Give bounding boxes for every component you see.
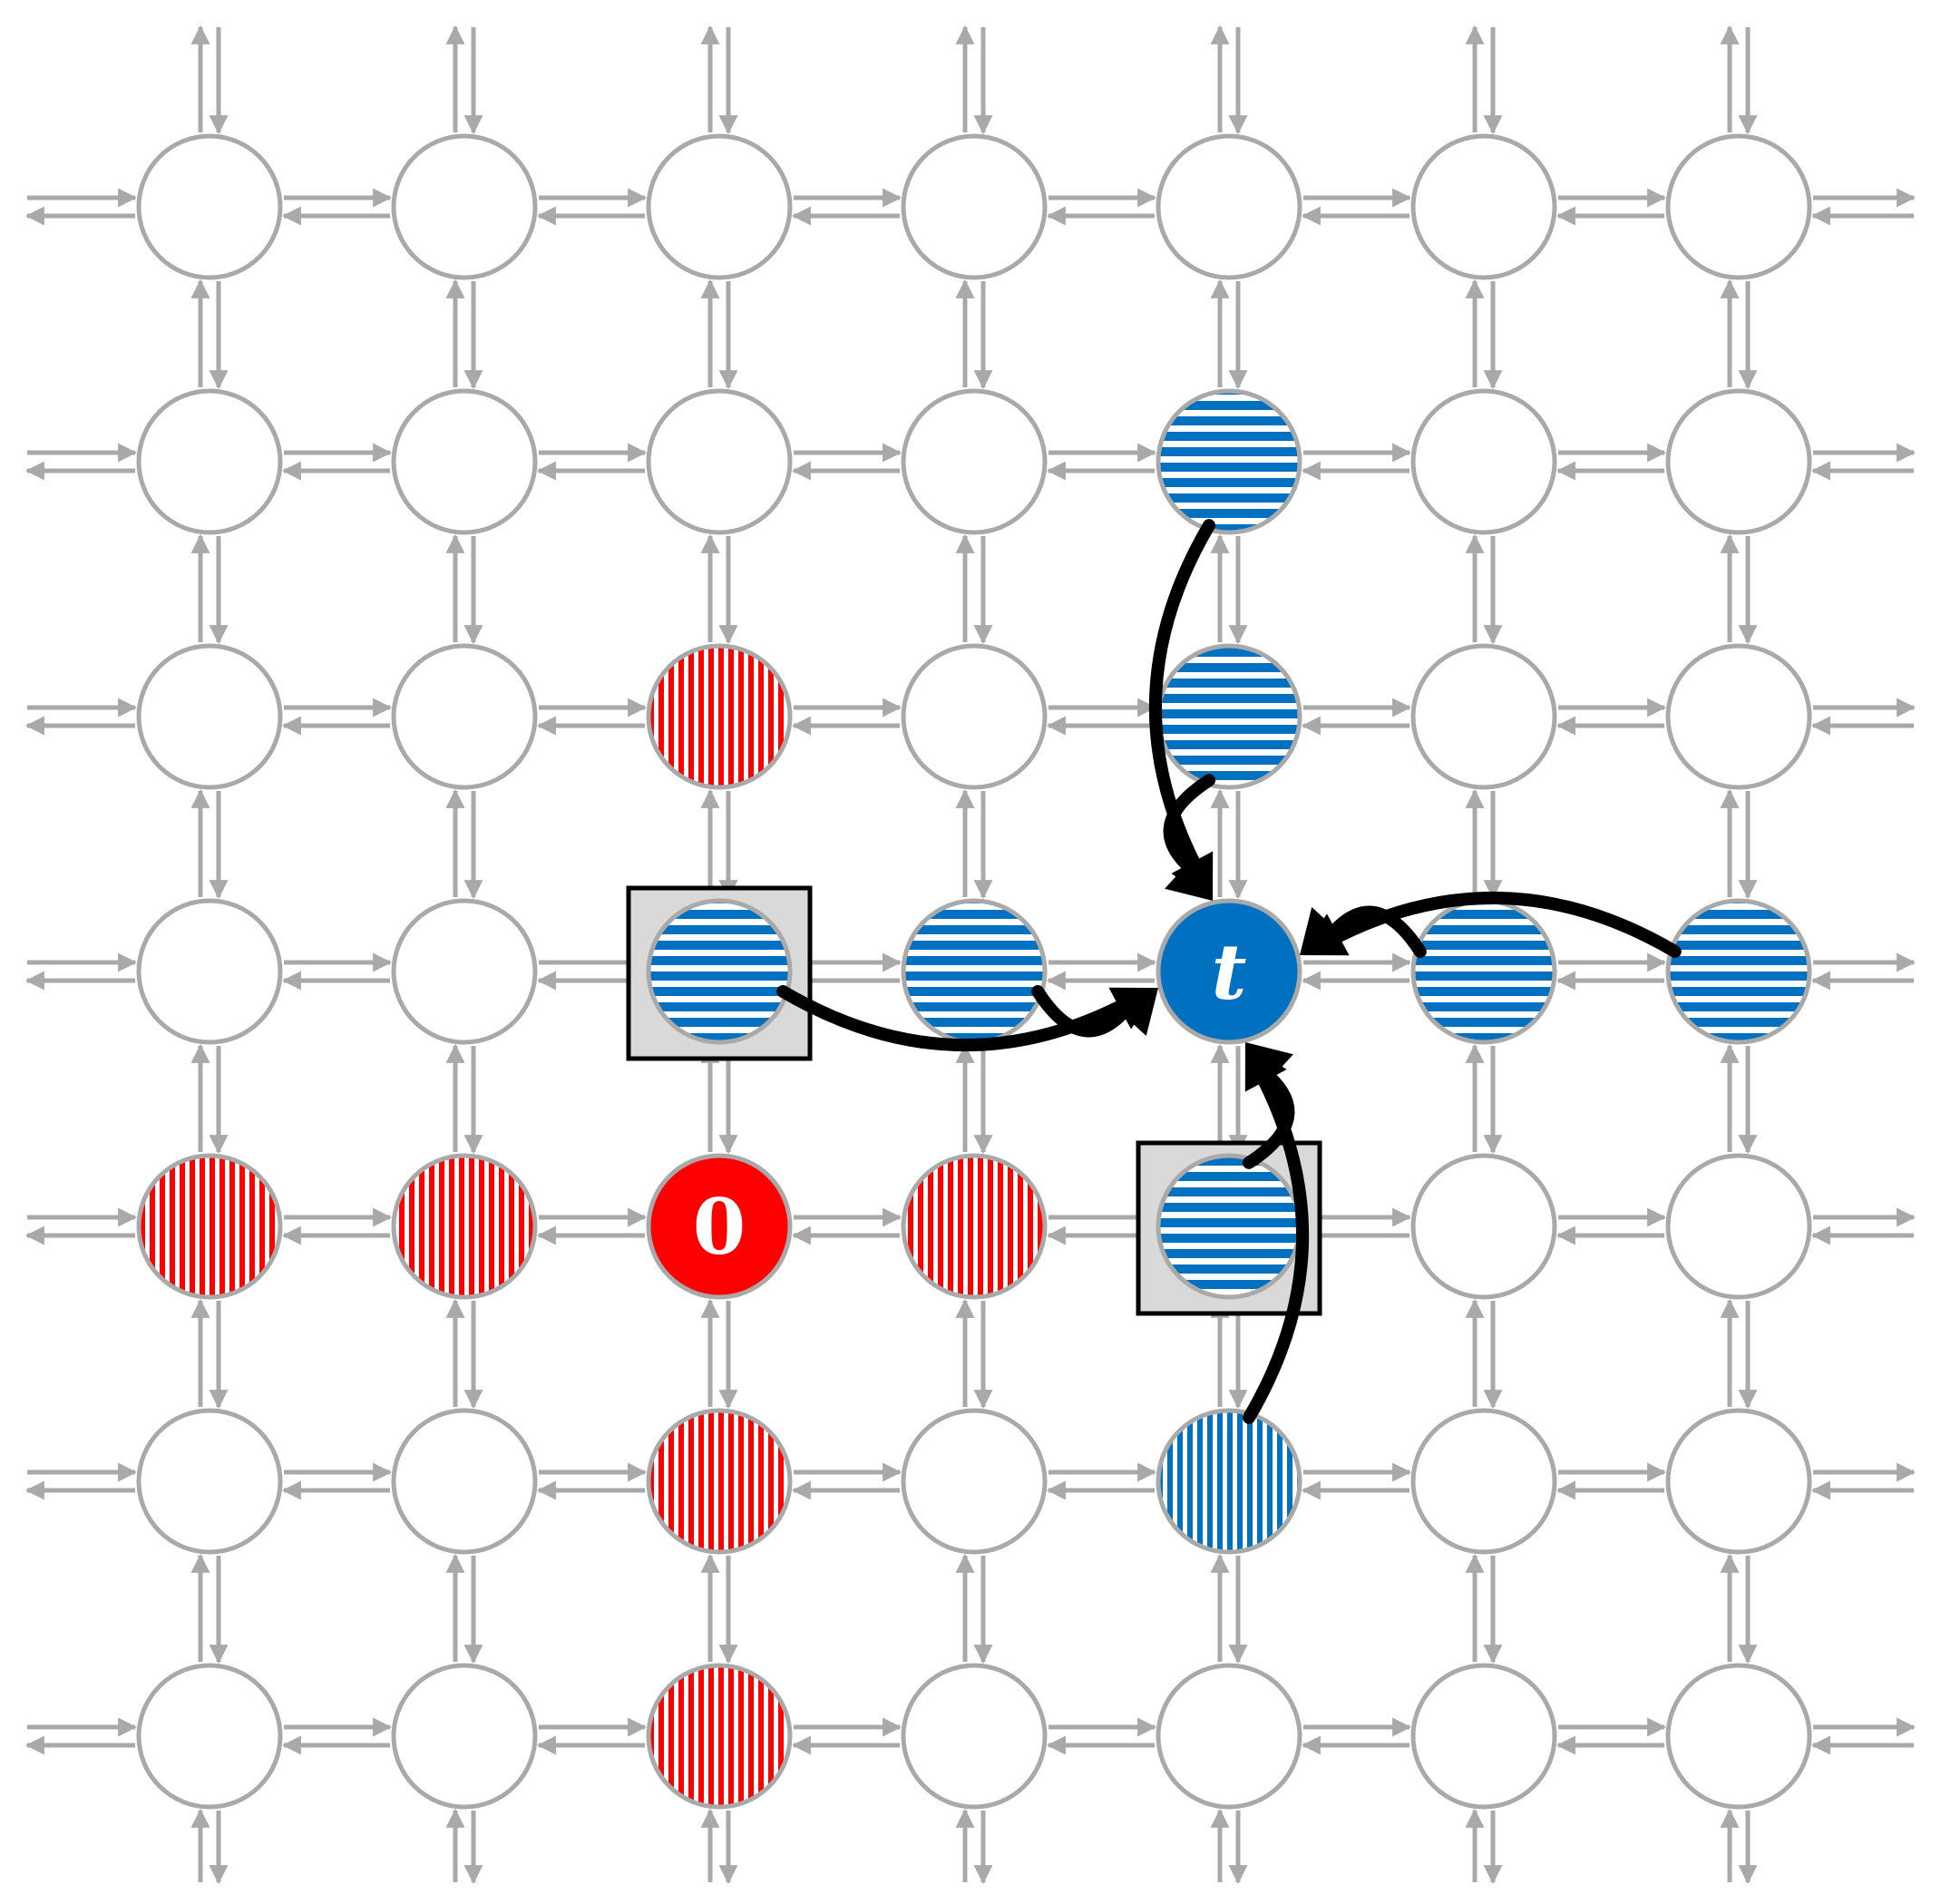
lattice-node (1156, 1663, 1302, 1810)
lattice-node (1410, 643, 1557, 790)
lattice-node (391, 898, 538, 1045)
origin-label: 0 (693, 1182, 746, 1272)
lattice-node (646, 133, 793, 280)
lattice-node (391, 388, 538, 535)
lattice-node (136, 388, 283, 535)
flow-arrows (776, 519, 1682, 1424)
lattice-node (1410, 388, 1557, 535)
red-striped-node (901, 1153, 1048, 1300)
lattice-node (901, 643, 1048, 790)
lattice-node (136, 898, 283, 1045)
flow-arrowhead (1111, 988, 1158, 1036)
blue-vstriped-node (1156, 1408, 1302, 1555)
blue-striped-node (646, 898, 793, 1045)
flow-arrowhead (1165, 854, 1213, 901)
red-striped-node (391, 1153, 538, 1300)
origin-node (646, 1153, 793, 1300)
lattice-node (391, 1663, 538, 1810)
lattice-node (1665, 643, 1812, 790)
lattice-node (1665, 1408, 1812, 1555)
flow-arrowhead (1244, 1042, 1287, 1092)
lattice-node (901, 1663, 1048, 1810)
blue-striped-node (1156, 1153, 1302, 1300)
lattice-node (1665, 133, 1812, 280)
lattice-node (1665, 1663, 1812, 1810)
target-label: t (1212, 927, 1247, 1017)
node-labels: 0t (693, 927, 1247, 1272)
lattice-node (1410, 133, 1557, 280)
lattice-node (1410, 1153, 1557, 1300)
red-striped-node (136, 1153, 283, 1300)
lattice-node (901, 1408, 1048, 1555)
lattice-node (136, 133, 283, 280)
lattice-node (391, 1408, 538, 1555)
lattice-node (391, 643, 538, 790)
lattice-nodes (136, 133, 1812, 1810)
lattice-node (1156, 133, 1302, 280)
lattice-node (136, 1408, 283, 1555)
blue-striped-node (1410, 898, 1557, 1045)
lattice-node (901, 133, 1048, 280)
lattice-node (136, 1663, 283, 1810)
blue-striped-node (901, 898, 1048, 1045)
lattice-node (1665, 388, 1812, 535)
target-node (1156, 898, 1302, 1045)
lattice-node (391, 133, 538, 280)
red-striped-node (646, 1663, 793, 1810)
lattice-node (1665, 1153, 1812, 1300)
lattice-node (901, 388, 1048, 535)
flow-arrowhead (1300, 913, 1350, 956)
flow-arrow (1148, 519, 1215, 884)
lattice-node (136, 643, 283, 790)
lattice-node (1410, 1663, 1557, 1810)
lattice-node (646, 388, 793, 535)
lattice-edges (24, 24, 1917, 1885)
flow-arrow (1243, 1059, 1310, 1424)
red-striped-node (646, 1408, 793, 1555)
flow-arrow (776, 985, 1141, 1052)
blue-striped-node (1665, 898, 1812, 1045)
blue-striped-node (1156, 388, 1302, 535)
flow-arrow (1317, 891, 1682, 958)
blue-striped-node (1156, 643, 1302, 790)
red-striped-node (646, 643, 793, 790)
lattice-node (1410, 1408, 1557, 1555)
